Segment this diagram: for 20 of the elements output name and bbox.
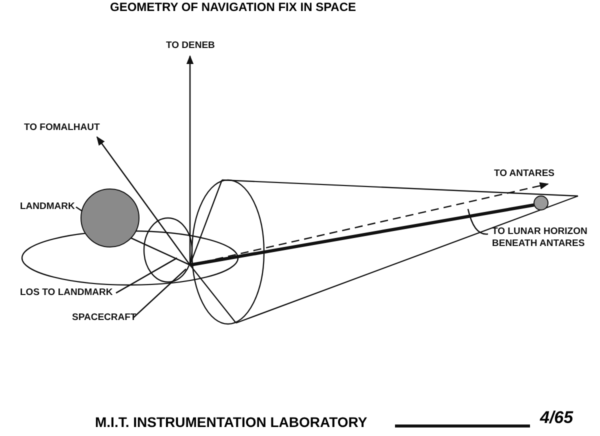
leader-line (76, 206, 82, 212)
leader-line (132, 268, 186, 318)
earth-globe-drawing (80, 188, 140, 248)
callout-label: LANDMARK (20, 201, 75, 213)
callout-label: LOS TO LANDMARK (20, 287, 113, 299)
callout-label: TO DENEB (166, 40, 215, 52)
leader-line (116, 257, 178, 294)
date-label: 4/65 (540, 408, 574, 428)
lab-name: M.I.T. INSTRUMENTATION LABORATORY (95, 414, 368, 430)
sight-line (130, 237, 190, 266)
callout-label: TO ANTARES (494, 168, 555, 180)
callout-label: TO LUNAR HORIZON BENEATH ANTARES (492, 226, 600, 250)
leader-line (467, 208, 488, 235)
sight-line (190, 203, 534, 267)
callout-label: TO FOMALHAUT (24, 122, 100, 134)
diagram-title: GEOMETRY OF NAVIGATION FIX IN SPACE (110, 0, 356, 14)
callout-label: SPACECRAFT (72, 312, 136, 324)
moon-drawing (534, 196, 548, 210)
direction-arrow (96, 136, 191, 266)
direction-arrow (186, 55, 194, 265)
